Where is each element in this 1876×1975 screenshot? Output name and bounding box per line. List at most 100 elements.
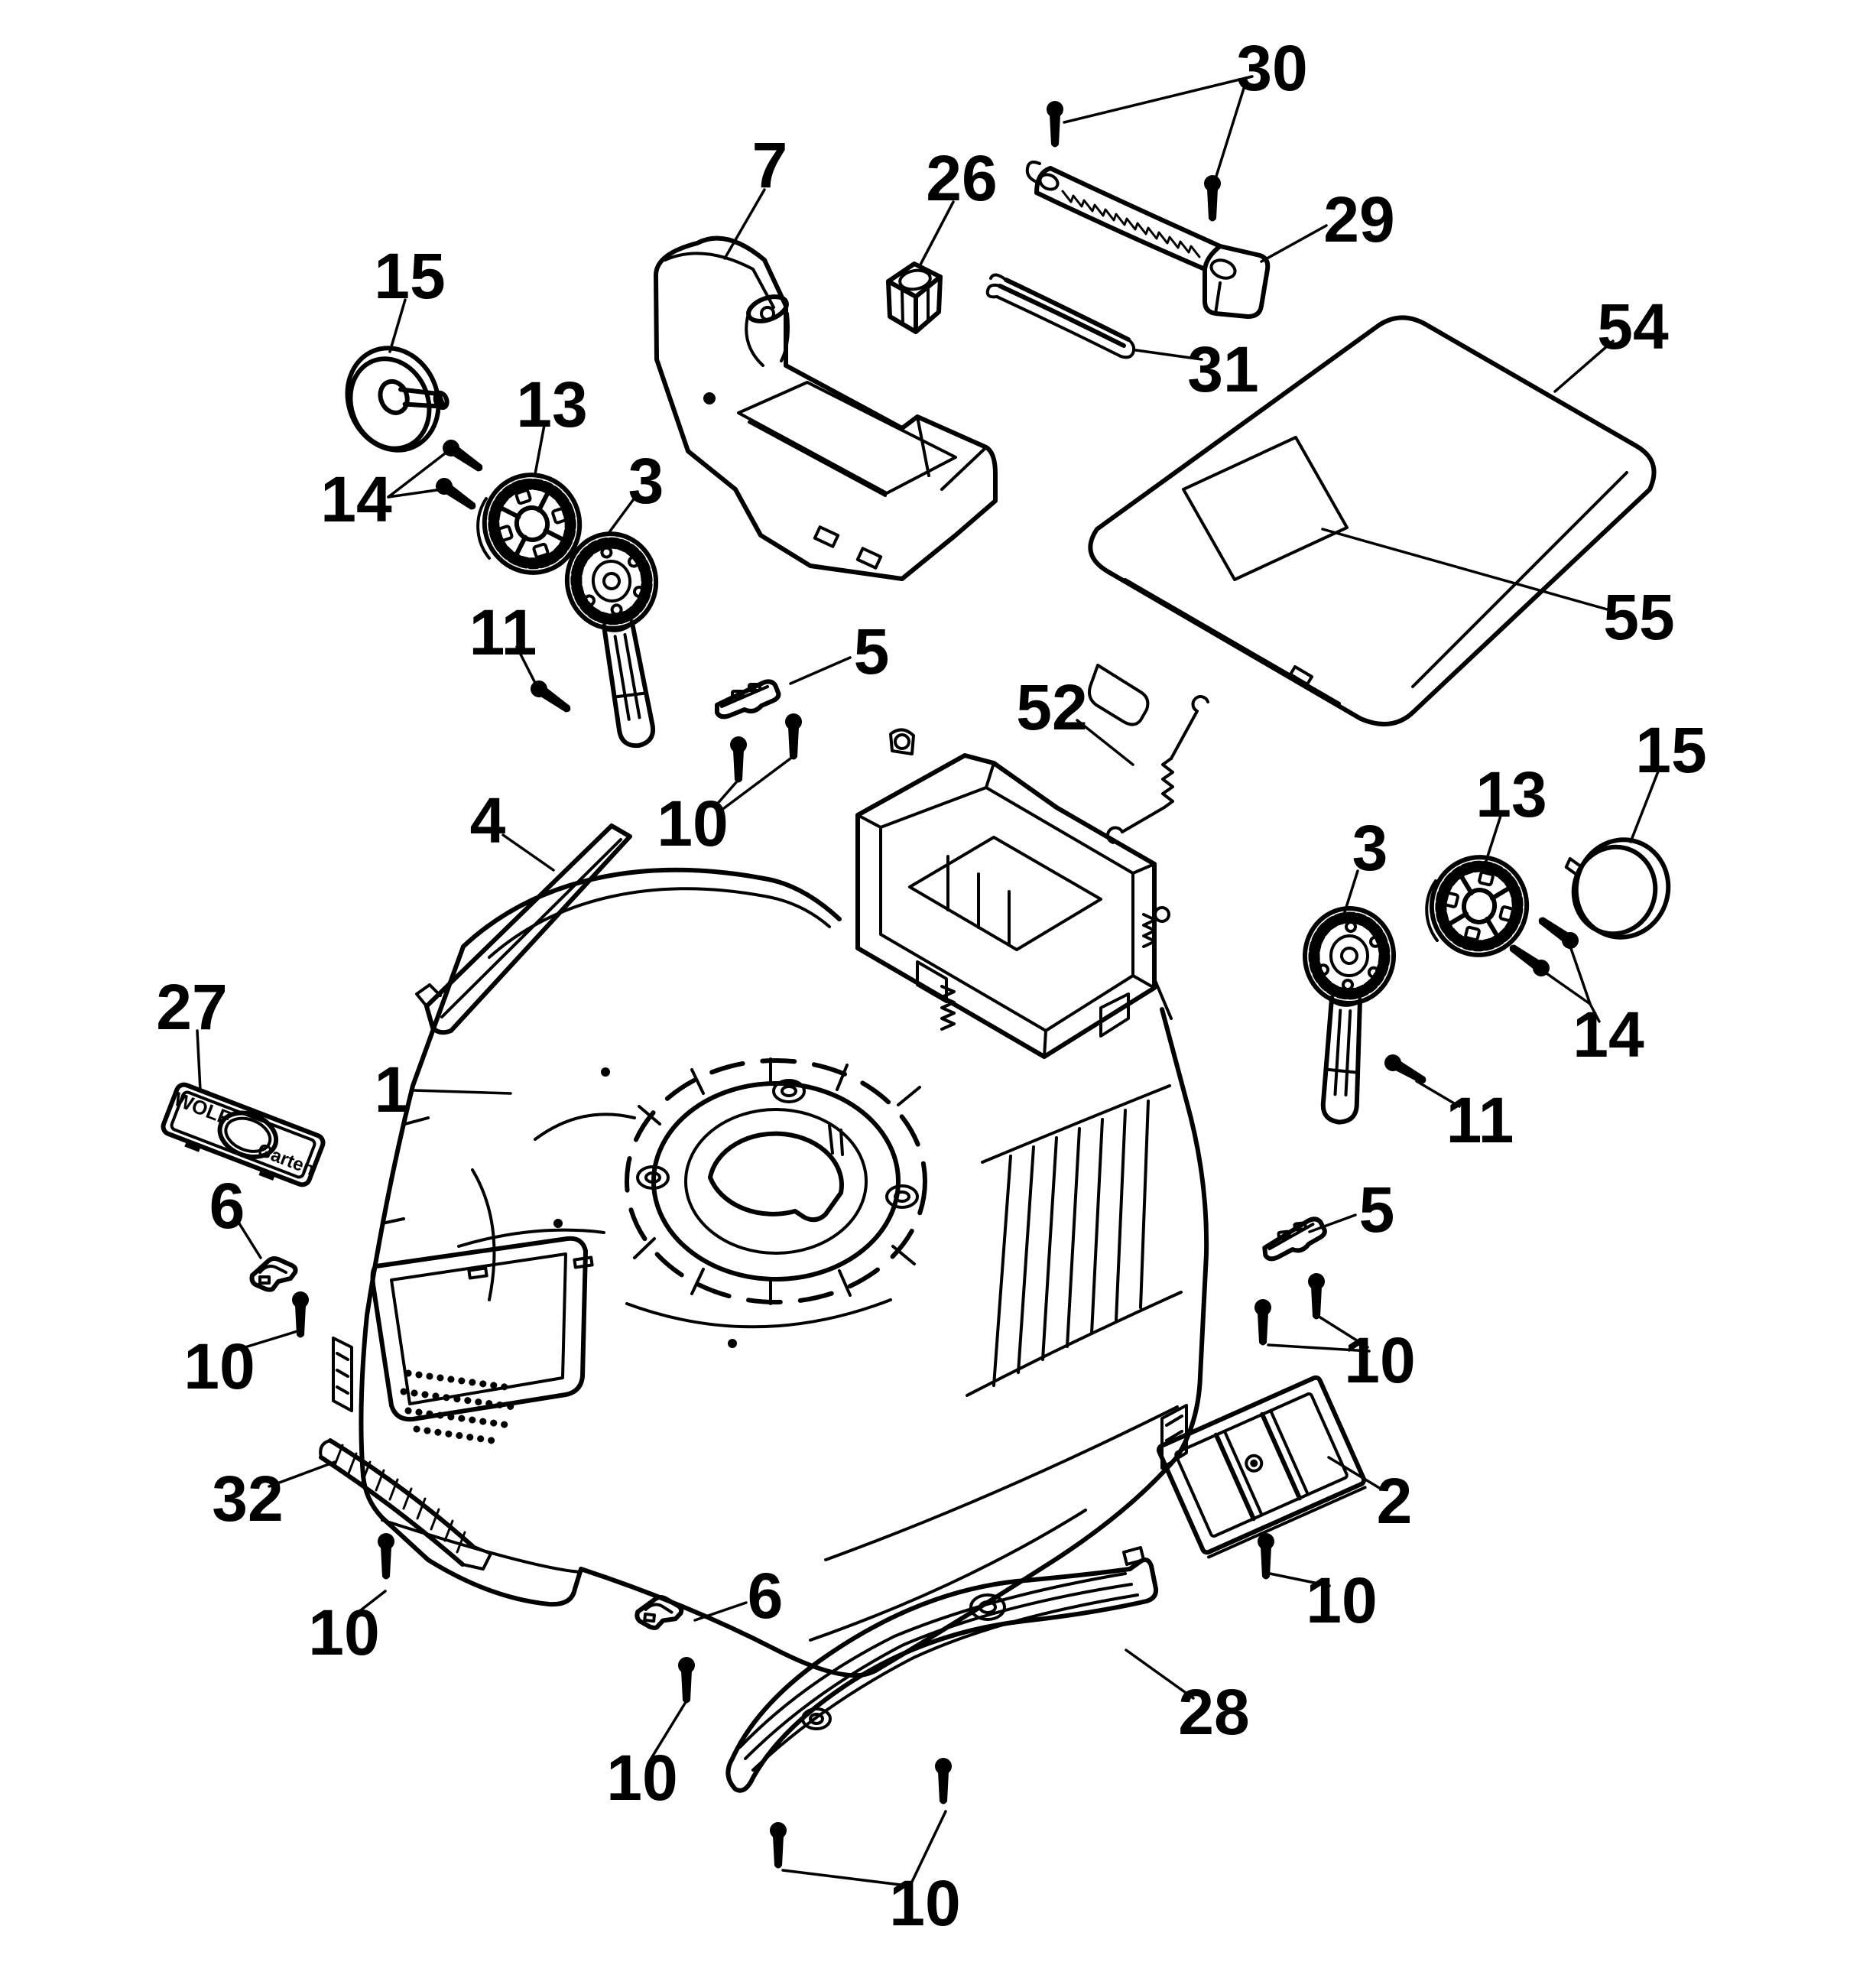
callout-label-part-29-3: 29 <box>1323 184 1394 255</box>
leader-line-part-10 <box>714 780 738 807</box>
leader-line-part-32 <box>268 1460 336 1488</box>
callout-label-part-10-19: 10 <box>183 1330 255 1402</box>
leader-line-part-15 <box>388 298 407 353</box>
leader-line-part-14 <box>387 488 443 499</box>
callout-label-part-3-10: 3 <box>628 445 664 517</box>
part-3-right-height-lever <box>1297 906 1396 1125</box>
leader-line-part-55 <box>1321 528 1611 612</box>
part-10-under-grill-screw <box>1258 1533 1274 1580</box>
leader-line-part-10 <box>910 1810 947 1883</box>
part-10-bottom-screw <box>678 1657 695 1704</box>
part-54-rear-flap <box>1088 315 1657 726</box>
callout-label-part-32-20: 32 <box>212 1463 283 1535</box>
leader-line-part-3 <box>608 495 637 534</box>
callout-label-part-11-33: 11 <box>1446 1084 1514 1156</box>
leader-line-part-14 <box>387 450 450 499</box>
callout-label-part-10-26: 10 <box>1306 1564 1377 1636</box>
part-4-trim-strip <box>415 823 632 1035</box>
leader-line-part-4 <box>501 833 555 872</box>
leader-line-part-13 <box>1484 814 1502 865</box>
leader-line-part-15 <box>1629 770 1660 843</box>
callout-label-part-52-15: 52 <box>1016 671 1087 743</box>
leader-line-part-5 <box>789 656 852 685</box>
callout-label-part-10-25: 10 <box>1344 1324 1415 1396</box>
callout-label-part-2-24: 2 <box>1377 1465 1413 1537</box>
part-13-left-gear-wheel <box>472 463 592 585</box>
callout-label-part-6-18: 6 <box>209 1170 245 1242</box>
leader-line-part-27 <box>196 1029 202 1092</box>
part-10-bottom-rear-screws <box>770 1758 952 1869</box>
part-14-left-screws <box>433 437 487 515</box>
leader-line-part-13 <box>534 424 546 476</box>
leader-line-part-11 <box>515 645 539 689</box>
leader-line-part-2 <box>1327 1456 1382 1490</box>
callout-label-part-27-16: 27 <box>156 971 227 1043</box>
part-5-left-latch <box>717 681 778 716</box>
leader-line-part-26 <box>919 200 955 266</box>
callout-label-part-30-0: 30 <box>1236 32 1307 104</box>
leader-line-part-10 <box>781 1869 908 1887</box>
leader-line-part-29 <box>1260 224 1328 263</box>
callout-label-part-5-12: 5 <box>854 616 890 687</box>
leader-line-part-10 <box>353 1590 387 1616</box>
leader-line-part-5 <box>1308 1213 1357 1233</box>
callout-label-part-13-30: 13 <box>1475 758 1547 830</box>
part-6-left-clip <box>252 1259 296 1290</box>
leader-line-part-10 <box>719 757 792 812</box>
part-10-front-screw <box>378 1533 394 1580</box>
part-32-front-bumper <box>319 1438 492 1571</box>
callout-label-part-7-1: 7 <box>752 129 788 201</box>
leader-line-part-1 <box>412 1089 512 1095</box>
leader-line-part-52 <box>1076 719 1134 766</box>
part-10-left-mid-screws <box>730 713 802 783</box>
part-15-right-wheel-cap <box>1564 837 1671 940</box>
leader-line-part-3 <box>1342 869 1359 916</box>
part-13-right-gear-wheel <box>1421 847 1537 965</box>
part-55-label-sticker <box>1182 436 1349 581</box>
part-3-left-height-lever <box>560 527 684 753</box>
leader-line-part-10 <box>1268 1572 1331 1587</box>
callout-label-part-11-11: 11 <box>469 596 537 668</box>
callout-label-part-4-14: 4 <box>470 784 506 856</box>
part-7-motor-cover <box>654 236 998 581</box>
callout-label-part-10-21: 10 <box>308 1597 379 1668</box>
leader-line-part-10 <box>1267 1343 1371 1353</box>
callout-label-part-10-13: 10 <box>657 788 728 859</box>
leader-line-part-6 <box>236 1220 262 1259</box>
callout-label-part-55-6: 55 <box>1603 581 1674 653</box>
callout-label-part-14-32: 14 <box>1573 999 1644 1070</box>
callout-label-part-28-27: 28 <box>1178 1676 1249 1748</box>
leader-line-part-11 <box>1415 1080 1461 1108</box>
leader-line-part-54 <box>1553 339 1615 393</box>
leader-line-part-30 <box>1063 75 1254 124</box>
part-5-right-latch <box>1262 1218 1327 1259</box>
leader-line-part-10 <box>229 1330 299 1353</box>
callout-label-part-15-31: 15 <box>1635 714 1706 786</box>
part-31-handle-strip <box>985 273 1136 359</box>
part-2-grill-plate <box>1156 1375 1367 1559</box>
leader-line-part-10 <box>1319 1316 1369 1349</box>
callout-label-part-5-34: 5 <box>1359 1174 1395 1246</box>
callout-label-part-13-8: 13 <box>516 369 587 440</box>
leader-line-part-31 <box>1134 349 1203 361</box>
callout-label-part-26-2: 26 <box>926 142 997 214</box>
callout-label-part-54-5: 54 <box>1597 291 1669 362</box>
callout-label-part-3-29: 3 <box>1352 812 1388 884</box>
part-28-rear-deflector <box>725 1546 1159 1793</box>
leader-line-part-6 <box>693 1601 748 1622</box>
leader-line-part-14 <box>1537 966 1592 1005</box>
callout-label-part-31-4: 31 <box>1187 333 1258 405</box>
leader-line-part-7 <box>723 188 766 260</box>
part-15-left-wheel-cap <box>345 346 450 453</box>
callout-label-part-10-23: 10 <box>606 1742 677 1814</box>
leader-line-part-30 <box>1212 80 1248 185</box>
callout-label-part-15-7: 15 <box>374 240 445 312</box>
callout-label-part-6-22: 6 <box>748 1560 784 1632</box>
part-26-bushing <box>886 261 943 334</box>
leader-line-part-10 <box>649 1701 687 1761</box>
part-52-tension-spring <box>1106 695 1209 844</box>
diagram-artwork: WOLF Garten <box>161 101 1671 1869</box>
